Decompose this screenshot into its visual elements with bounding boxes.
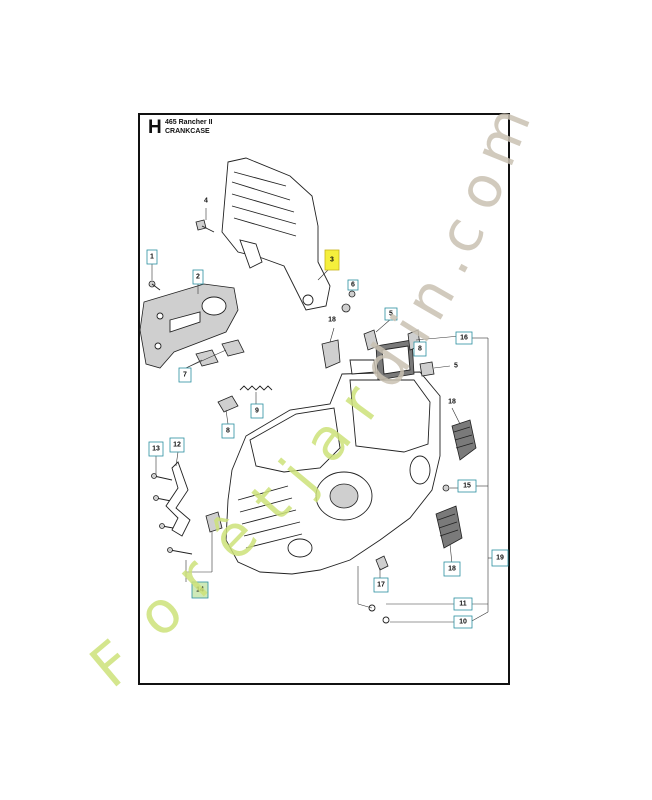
model-title: 465 Rancher II bbox=[165, 119, 213, 126]
svg-text:15: 15 bbox=[463, 483, 471, 490]
svg-text:13: 13 bbox=[152, 446, 160, 453]
callout-10: 10 bbox=[453, 615, 473, 629]
svg-text:9: 9 bbox=[255, 408, 259, 415]
part-17 bbox=[368, 555, 390, 624]
section-title: CRANKCASE bbox=[165, 128, 210, 135]
part-block bbox=[217, 395, 239, 413]
svg-text:16: 16 bbox=[460, 335, 468, 342]
part-bracket bbox=[165, 461, 191, 537]
callout-14: 14 bbox=[191, 581, 209, 599]
svg-text:12: 12 bbox=[173, 442, 181, 449]
svg-text:1: 1 bbox=[150, 254, 154, 261]
svg-text:10: 10 bbox=[459, 619, 467, 626]
part-spring bbox=[239, 385, 273, 391]
svg-text:4: 4 bbox=[204, 198, 208, 205]
part-bumper-lower bbox=[435, 505, 463, 549]
callout-17: 17 bbox=[373, 577, 389, 593]
callout-2: 2 bbox=[192, 269, 204, 285]
svg-text:2: 2 bbox=[196, 274, 200, 281]
part-screw-4 bbox=[195, 219, 215, 233]
part-cover-plate bbox=[139, 283, 239, 369]
callout-13: 13 bbox=[148, 441, 164, 457]
watermark-letter: a bbox=[289, 405, 364, 475]
callout-3: 3 bbox=[324, 249, 340, 271]
svg-text:5: 5 bbox=[389, 311, 393, 318]
section-letter: H bbox=[148, 117, 162, 138]
watermark-letter: o bbox=[124, 576, 196, 650]
part-screw-1 bbox=[148, 280, 161, 291]
svg-text:7: 7 bbox=[183, 372, 187, 379]
svg-text:18: 18 bbox=[328, 317, 336, 324]
callout-7: 7 bbox=[178, 367, 192, 383]
svg-text:14: 14 bbox=[196, 587, 204, 594]
part-screw-6 bbox=[341, 290, 356, 313]
callout-18a: 18 bbox=[328, 317, 336, 324]
diagram-frame bbox=[138, 113, 510, 685]
svg-text:11: 11 bbox=[459, 601, 467, 608]
part-gasket bbox=[375, 339, 415, 381]
leader-lines bbox=[151, 208, 494, 623]
part-pins bbox=[195, 339, 245, 367]
svg-text:8: 8 bbox=[418, 346, 422, 353]
callout-1: 1 bbox=[146, 249, 158, 265]
callout-4: 4 bbox=[204, 198, 208, 205]
svg-text:18: 18 bbox=[448, 399, 456, 406]
watermark-letter: m bbox=[460, 97, 544, 175]
callout-6: 6 bbox=[347, 279, 359, 291]
callout-8b: 8 bbox=[413, 341, 427, 357]
callout-15: 15 bbox=[457, 479, 477, 493]
callout-18c: 18 bbox=[443, 561, 461, 577]
callout-16: 16 bbox=[455, 331, 473, 345]
svg-text:19: 19 bbox=[496, 555, 504, 562]
part-chain-brake-handle bbox=[221, 157, 331, 311]
callout-5b: 5 bbox=[454, 363, 458, 370]
callout-18b: 18 bbox=[448, 399, 456, 406]
watermark-letter: ê bbox=[197, 501, 271, 574]
part-bumper-upper bbox=[451, 419, 477, 461]
svg-text:6: 6 bbox=[351, 282, 355, 289]
svg-text:3: 3 bbox=[330, 257, 334, 264]
callout-11: 11 bbox=[453, 597, 473, 611]
callout-12: 12 bbox=[169, 437, 185, 453]
watermark-letter: F bbox=[77, 627, 146, 701]
callout-5a: 5 bbox=[384, 307, 398, 321]
part-crankcase bbox=[225, 359, 441, 575]
watermark-letter: r bbox=[162, 544, 227, 610]
svg-text:5: 5 bbox=[454, 363, 458, 370]
callout-8a: 8 bbox=[221, 423, 235, 439]
part-block-14 bbox=[205, 511, 223, 533]
callout-9: 9 bbox=[250, 403, 264, 419]
svg-text:18: 18 bbox=[448, 566, 456, 573]
callout-19: 19 bbox=[491, 549, 509, 567]
part-clip-left bbox=[321, 339, 341, 369]
part-screw-15 bbox=[442, 484, 450, 492]
svg-text:17: 17 bbox=[377, 582, 385, 589]
svg-text:8: 8 bbox=[226, 428, 230, 435]
